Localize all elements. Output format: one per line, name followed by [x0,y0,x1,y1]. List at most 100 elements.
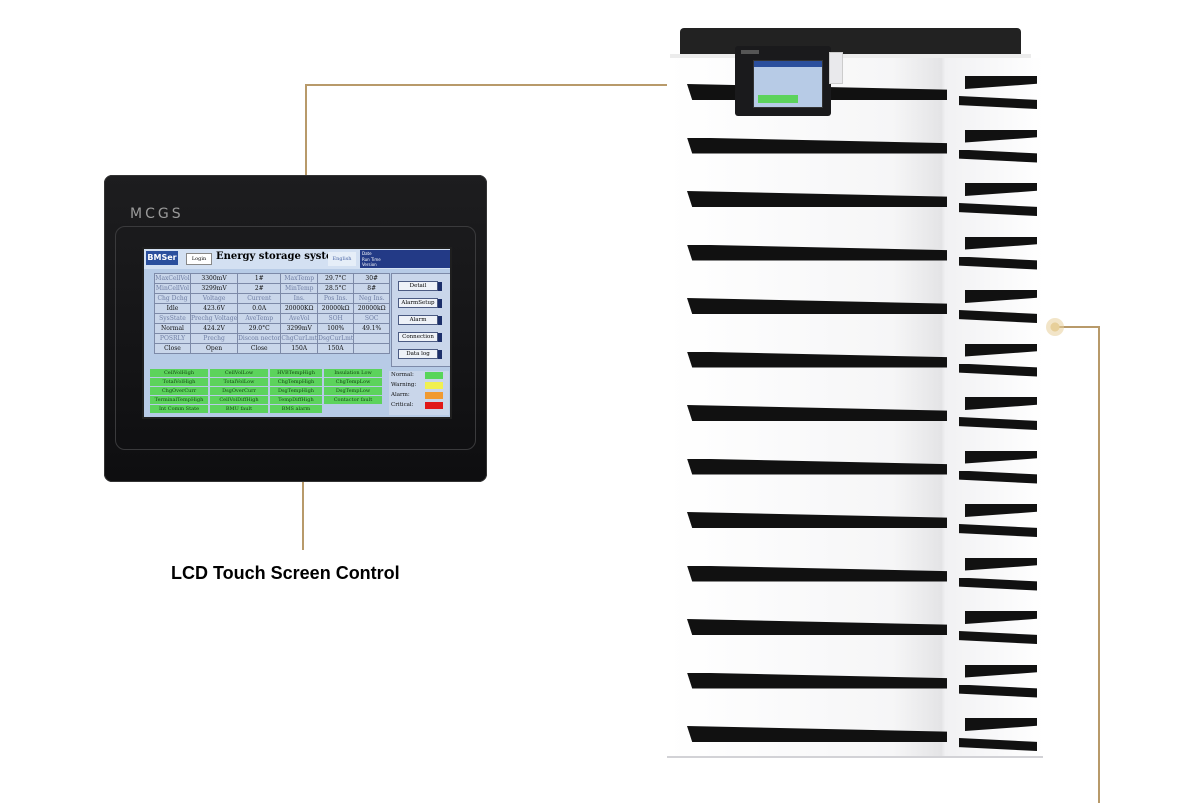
table-cell: 150A [317,343,355,354]
alarm-indicator: HVBTempHigh [270,369,322,377]
alarm-indicator: BMS alarm [270,405,322,413]
status-legend: Normal: Warning: Alarm: Critical: [389,371,449,415]
data-log-button[interactable]: Data log [398,349,442,359]
table-cell: 29.0°C [237,323,282,334]
table-cell: AveVol [280,313,319,324]
table-cell: Discon nector [237,333,282,344]
table-cell: 20000kΩ [317,303,355,314]
callout-dot-right [1046,318,1064,336]
table-cell: MaxTemp [280,273,319,284]
module-vent-slot [965,183,1037,196]
module-vent-slot [959,470,1037,484]
detail-button[interactable]: Detail [398,281,442,291]
alarm-indicator: ChgOverCurr [150,387,208,395]
hmi-bezel [115,226,476,450]
module-vent-slot [965,76,1037,89]
table-cell: 30# [353,273,391,284]
table-row: Idle 423.6V 0.0A 20000KΩ 20000kΩ 20000kΩ [154,303,391,314]
module-vent-slot [687,298,947,314]
module-vent-slot [959,417,1037,430]
alarm-indicator: ChgTempLow [324,378,382,386]
module-vent-slot [965,450,1037,464]
module-vent-slot [687,458,947,475]
table-cell: 1# [237,273,282,284]
info-runtime-label: Run Time [362,257,381,262]
table-cell: Normal [154,323,191,334]
alarm-indicator: TotalVolHigh [150,378,208,386]
module-vent-slot [965,664,1037,678]
table-cell: MaxCellVol [154,273,191,284]
module-vent-slot [959,524,1037,537]
table-cell: 423.6V [189,303,239,314]
table-row: Close Open Close 150A 150A [154,343,391,354]
alarm-indicator: DsgTempLow [324,387,382,395]
table-cell: MinCellVol [154,283,191,294]
info-date-label: Date [362,251,372,256]
module-vent-slot [959,363,1037,377]
language-button[interactable]: English [328,252,356,266]
table-row: MinCellVol 3299mV 2# MinTemp 28.5°C 8# [154,283,391,294]
battery-module [667,111,1043,168]
module-vent-slot [965,343,1037,357]
cabinet-hmi-display [735,46,831,116]
table-cell: 2# [237,283,282,294]
module-vent-slot [965,397,1037,410]
login-button[interactable]: Login [186,253,212,265]
module-vent-slot [959,738,1037,751]
legend-normal-label: Normal: [391,372,414,378]
table-cell: Open [189,343,239,354]
cabinet-hmi-brand [741,50,759,54]
legend-warning-swatch [425,382,443,389]
table-cell: 0.0A [237,303,282,314]
battery-module [667,593,1043,649]
alarm-setup-button[interactable]: AlarmSetup [398,298,442,308]
table-cell [353,333,391,344]
legend-alarm-swatch [425,392,443,399]
table-cell: MinTemp [280,283,319,294]
battery-module [667,218,1043,275]
cabinet-top-cover [670,28,1031,60]
table-cell: Pos Ins. [317,293,355,304]
table-cell: 424.2V [189,323,239,334]
alarm-button[interactable]: Alarm [398,315,442,325]
alarm-indicator: CellVolDiffHigh [210,396,268,404]
table-row: MaxCellVol 3300mV 1# MaxTemp 29.7°C 30# [154,273,391,284]
module-vent-slot [687,726,947,742]
module-vent-slot [687,672,947,689]
alarm-indicator: CellVolHigh [150,369,208,377]
module-vent-slot [687,565,947,582]
table-cell: AveTemp [237,313,282,324]
callout-line-top-vertical [305,84,307,176]
alarm-indicator: DsgTempHigh [270,387,322,395]
battery-module [667,539,1043,596]
module-vent-slot [959,96,1037,109]
table-cell: Close [154,343,191,354]
table-row: Normal 424.2V 29.0°C 3299mV 100% 49.1% [154,323,391,334]
alarm-indicator: BMU fault [210,405,268,413]
alarm-indicator: ChgTempHigh [270,378,322,386]
legend-critical-label: Critical: [391,402,414,408]
battery-status-table: MaxCellVol 3300mV 1# MaxTemp 29.7°C 30# … [154,273,391,354]
battery-module [667,379,1043,435]
table-cell: DsgCurLmt [317,333,355,344]
table-cell: 20000KΩ [280,303,319,314]
module-vent-slot [687,191,947,207]
module-vent-slot [965,611,1037,624]
module-vent-slot [965,290,1037,303]
table-cell: 20000kΩ [353,303,391,314]
battery-module [667,432,1043,489]
module-vent-slot [959,577,1037,591]
table-cell: SOC [353,313,391,324]
battery-module [667,486,1043,542]
callout-line-right-vertical [1098,326,1100,803]
battery-module [667,165,1043,221]
alarm-indicator: CellVolLow [210,369,268,377]
table-cell: Close [237,343,282,354]
table-cell: POSRLY [154,333,191,344]
hmi-brand-logo: MCGS [130,206,184,222]
hmi-touch-screen[interactable]: BMSer Login Energy storage system Englis… [142,247,452,419]
table-cell: 8# [353,283,391,294]
legend-warning-label: Warning: [391,382,417,388]
connection-button[interactable]: Connection [398,332,442,342]
module-vent-slot [687,512,947,528]
